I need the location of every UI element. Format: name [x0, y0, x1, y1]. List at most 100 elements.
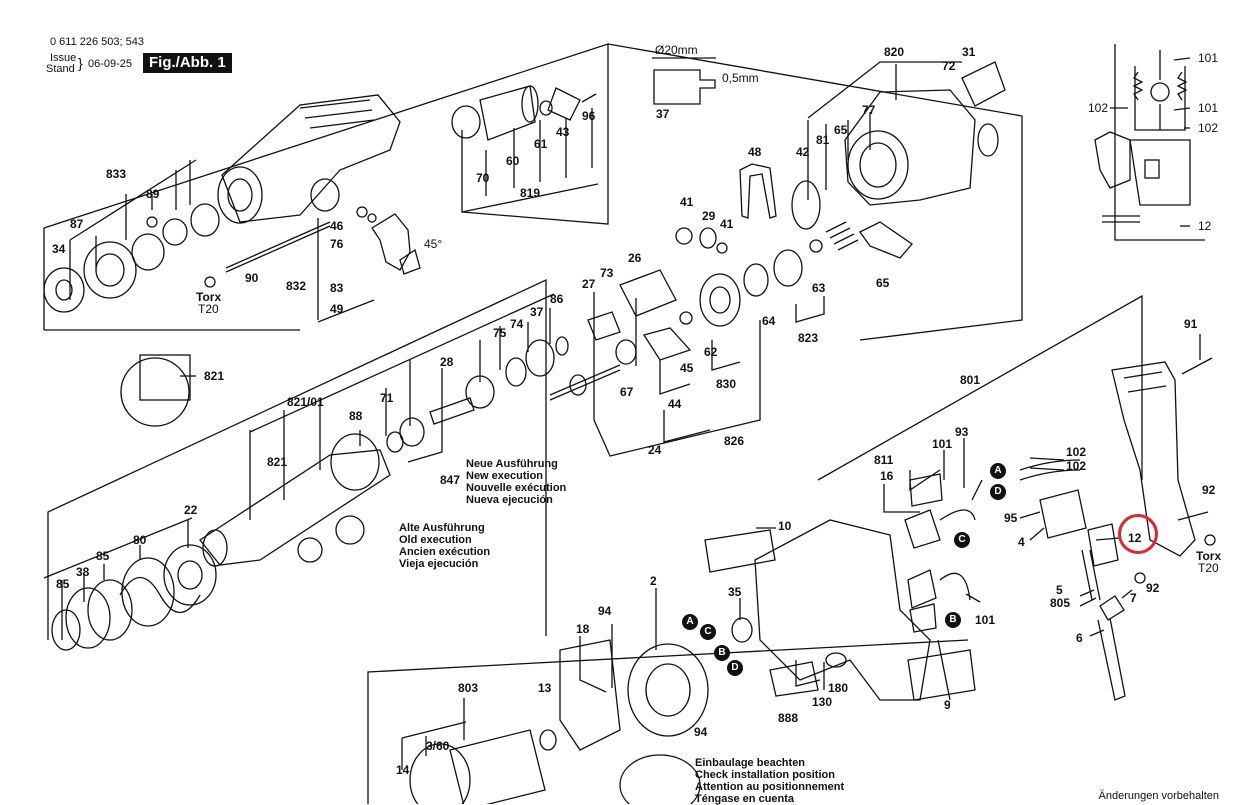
part-24: 24	[648, 443, 662, 457]
part-75: 75	[493, 326, 507, 340]
part-7: 7	[1130, 591, 1137, 605]
part-35: 35	[728, 585, 742, 599]
part-91: 91	[1184, 317, 1198, 331]
part-2: 2	[650, 574, 657, 588]
torx-size-2: T20	[1198, 561, 1219, 575]
part-90: 90	[245, 271, 259, 285]
install-en: Check installation position	[695, 769, 835, 781]
part-67: 67	[620, 385, 634, 399]
part-37: 37	[656, 107, 670, 121]
part-73: 73	[600, 266, 614, 280]
part-821: 821	[267, 455, 288, 469]
part-4: 4	[1018, 535, 1025, 549]
part-803: 803	[458, 681, 479, 695]
part-16: 16	[880, 469, 894, 483]
part-34: 34	[52, 242, 66, 256]
highlighted-part-label: 12	[1128, 531, 1142, 545]
new-execution-en: New execution	[466, 470, 544, 482]
part-93: 93	[955, 425, 969, 439]
footer-note: Änderungen vorbehalten	[1098, 790, 1219, 802]
part-number: 0 611 226 503; 543	[50, 36, 144, 48]
part-10: 10	[778, 519, 792, 533]
part-28: 28	[440, 355, 454, 369]
part-830: 830	[716, 377, 737, 391]
part-102-schema-a: 102	[1088, 101, 1109, 115]
part-62: 62	[704, 345, 718, 359]
part-71: 71	[380, 391, 394, 405]
torx-size-1: T20	[198, 302, 219, 316]
highlight-circle-part-12	[1118, 514, 1158, 554]
part-37-b: 37	[530, 305, 544, 319]
part-96: 96	[582, 109, 596, 123]
part-29: 29	[702, 209, 716, 223]
part-12-schema: 12	[1198, 219, 1212, 233]
part-101-schema-a: 101	[1198, 51, 1219, 65]
part-102-cable-a: 102	[1066, 445, 1087, 459]
part-5: 5	[1056, 583, 1063, 597]
part-101-field: 101	[975, 613, 996, 627]
circle-letter-c-2: C	[700, 624, 716, 640]
part-85-b: 85	[56, 577, 70, 591]
dim-diameter: Ø20mm	[655, 43, 698, 57]
part-95: 95	[1004, 511, 1018, 525]
part-92-b: 92	[1146, 581, 1160, 595]
part-65: 65	[834, 123, 848, 137]
install-de: Einbaulage beachten	[695, 757, 806, 769]
part-46: 46	[330, 219, 344, 233]
circle-letter-c-1: C	[954, 532, 970, 548]
part-22: 22	[184, 503, 198, 517]
torx-label-1: Torx	[196, 290, 222, 304]
old-execution-de: Alte Ausführung	[399, 522, 485, 534]
part-9: 9	[944, 698, 951, 712]
part-101-schema-b: 101	[1198, 101, 1219, 115]
part-86: 86	[550, 292, 564, 306]
part-18: 18	[576, 622, 590, 636]
old-execution-en: Old execution	[399, 534, 472, 546]
part-43: 43	[556, 125, 570, 139]
circle-letter-a-2: A	[682, 614, 698, 630]
circle-letter-d-1: D	[990, 484, 1006, 500]
new-execution-es: Nueva ejecución	[466, 494, 553, 506]
part-130: 130	[812, 695, 833, 709]
part-832: 832	[286, 279, 307, 293]
part-13: 13	[538, 681, 552, 695]
part-821-detail: 821	[204, 369, 225, 383]
part-41-b: 41	[720, 217, 734, 231]
circle-letter-a-1: A	[990, 463, 1006, 479]
angle-label: 45°	[424, 237, 443, 251]
part-820: 820	[884, 45, 905, 59]
part-83: 83	[330, 281, 344, 295]
part-45: 45	[680, 361, 694, 375]
part-48: 48	[748, 145, 762, 159]
part-102-schema-b: 102	[1198, 121, 1219, 135]
old-execution-es: Vieja ejecución	[399, 558, 479, 570]
part-92: 92	[1202, 483, 1216, 497]
issue-date: 06-09-25	[88, 58, 133, 70]
old-execution-note: Alte Ausführung Old execution Ancien exé…	[399, 522, 490, 570]
part-44: 44	[668, 397, 682, 411]
part-801: 801	[960, 373, 981, 387]
part-80: 80	[133, 533, 147, 547]
new-execution-note: Neue Ausführung New execution Nouvelle e…	[466, 458, 566, 506]
part-3-60: 3/60	[426, 739, 450, 753]
part-81: 81	[816, 133, 830, 147]
part-833: 833	[106, 167, 127, 181]
part-42: 42	[796, 145, 810, 159]
part-89: 89	[146, 187, 160, 201]
torx-label-2: Torx	[1196, 549, 1222, 563]
part-49: 49	[330, 302, 344, 316]
part-76: 76	[330, 237, 344, 251]
part-811: 811	[874, 453, 894, 467]
part-63: 63	[812, 281, 826, 295]
part-61: 61	[534, 137, 548, 151]
new-execution-fr: Nouvelle exécution	[466, 482, 567, 494]
old-execution-fr: Ancien exécution	[399, 546, 491, 558]
install-es: Téngase en cuenta	[695, 793, 795, 805]
part-65-b: 65	[876, 276, 890, 290]
part-31: 31	[962, 45, 976, 59]
install-note: Einbaulage beachten Check installation p…	[695, 757, 844, 805]
part-64: 64	[762, 314, 776, 328]
brace: }	[78, 55, 83, 71]
part-38: 38	[76, 565, 90, 579]
